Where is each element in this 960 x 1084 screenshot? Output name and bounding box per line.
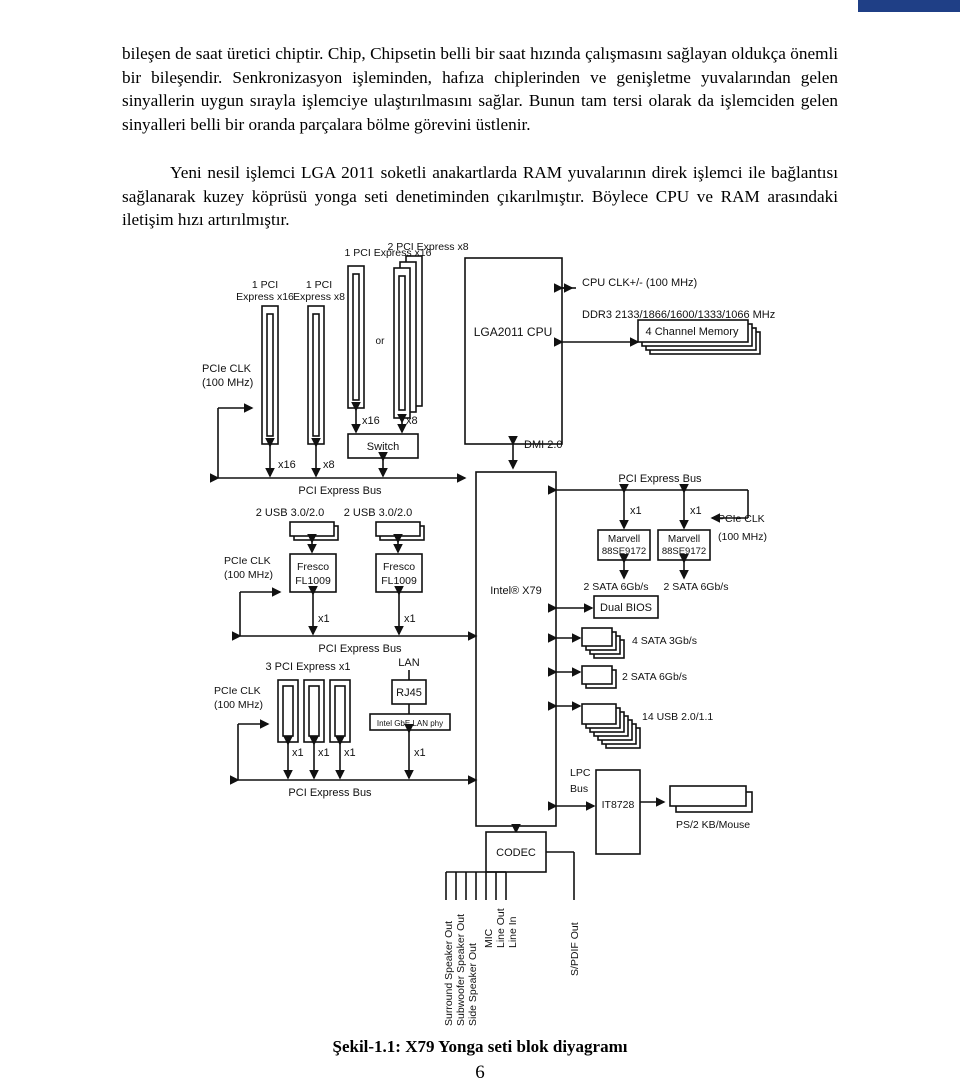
slot1-label-b: Express x16 [236, 291, 294, 303]
fresco-2-label-a: Fresco [383, 561, 415, 573]
rj45-label: RJ45 [396, 687, 422, 699]
audio-subwoofer: Subwoofer Speaker Out [455, 914, 467, 1026]
it8728-label: IT8728 [602, 799, 635, 811]
fresco-1-label-a: Fresco [297, 561, 329, 573]
audio-surround: Surround Speaker Out [443, 921, 455, 1026]
figure-caption: Şekil-1.1: X79 Yonga seti blok diyagramı [332, 1037, 628, 1056]
audio-mic: MIC [483, 928, 495, 948]
dual-bios-box [593, 595, 659, 619]
sata6-marvell-2: 2 SATA 6Gb/s [664, 581, 729, 593]
usb30-label-1: 2 USB 3.0/2.0 [256, 507, 325, 519]
slot-x1-2: x1 [318, 747, 330, 759]
header-accent-bar [858, 0, 960, 12]
or-label: or [376, 336, 386, 347]
slot2 [307, 305, 325, 445]
cpu-block [464, 257, 563, 445]
lpc-label-b: Bus [570, 783, 588, 795]
pci-x1-label: 3 PCI Express x1 [266, 661, 351, 673]
bus-x8: x8 [323, 459, 335, 471]
x79-block-diagram: LGA2011 CPU CPU CLK+/- (100 MHz) DDR3 21… [180, 236, 810, 1026]
rj45-box [391, 679, 427, 705]
dual-bios-label: Dual BIOS [600, 602, 652, 614]
pcie-clk-1-b: (100 MHz) [202, 377, 253, 389]
pci-bus-label-4: PCI Express Bus [618, 473, 702, 485]
codec-box [485, 831, 547, 873]
lan-phy-label: Intel GbE LAN phy [377, 719, 443, 728]
lpc-label-a: LPC [570, 767, 591, 779]
chipset-label: Intel® X79 [490, 585, 542, 597]
cpu-clk-label: CPU CLK+/- (100 MHz) [582, 277, 697, 289]
ddr3-label: DDR3 2133/1866/1600/1333/1066 MHz [582, 309, 775, 321]
slot3 [347, 265, 365, 409]
dmi-label: DMI 2.0 [524, 439, 563, 451]
marvell-2-x1: x1 [690, 505, 702, 517]
slot-x1-1: x1 [292, 747, 304, 759]
sata3-label: 4 SATA 3Gb/s [632, 635, 697, 647]
marvell-1-label-b: 88SE9172 [602, 546, 646, 557]
page-number: 6 [475, 1062, 485, 1083]
pci-bus-label-1: PCI Express Bus [298, 485, 382, 497]
fresco-1-x1: x1 [318, 613, 330, 625]
pcie-clk-1-a: PCIe CLK [202, 363, 252, 375]
sata6-marvell-1: 2 SATA 6Gb/s [584, 581, 649, 593]
marvell-1-label-a: Marvell [608, 534, 640, 545]
audio-line-out: Line Out [495, 908, 507, 948]
audio-spdif: S/PDIF Out [569, 922, 581, 976]
slot4-label: 2 PCI Express x8 [387, 241, 468, 253]
fresco-2-x1: x1 [404, 613, 416, 625]
bus-x16: x16 [278, 459, 296, 471]
fresco-2-label-b: FL1009 [381, 575, 417, 587]
sata6-label: 2 SATA 6Gb/s [622, 671, 687, 683]
usb20-label: 14 USB 2.0/1.1 [642, 711, 713, 723]
pcie-clk-3-b: (100 MHz) [214, 699, 263, 711]
lan-x1: x1 [414, 747, 426, 759]
slot2-label-a: 1 PCI [306, 279, 332, 291]
slot1 [261, 305, 279, 445]
pcie-clk-3-a: PCIe CLK [214, 685, 261, 697]
fresco-1 [289, 553, 337, 593]
usb30-label-2: 2 USB 3.0/2.0 [344, 507, 413, 519]
ps2-label: PS/2 KB/Mouse [676, 819, 750, 831]
pcie-clk-2-b: (100 MHz) [224, 569, 273, 581]
paragraph-1: bileşen de saat üretici chiptir. Chip, C… [122, 44, 838, 134]
switch-label: Switch [367, 441, 399, 453]
pci-bus-label-2: PCI Express Bus [318, 643, 402, 655]
memory-label: 4 Channel Memory [646, 326, 739, 338]
pcie-clk-2-a: PCIe CLK [224, 555, 271, 567]
marvell-2-label-a: Marvell [668, 534, 700, 545]
audio-line-in: Line In [507, 916, 519, 948]
slot-x1-3: x1 [344, 747, 356, 759]
switch-x8: x8 [406, 415, 418, 427]
switch-x16: x16 [362, 415, 380, 427]
lan-label: LAN [398, 657, 419, 669]
codec-label: CODEC [496, 847, 536, 859]
pcie-clk-4-a: PCIe CLK [718, 513, 765, 525]
pci-bus-label-3: PCI Express Bus [288, 787, 372, 799]
slot1-label-a: 1 PCI [252, 279, 278, 291]
it8728-box [595, 769, 641, 855]
slot4 [393, 267, 411, 419]
cpu-label: LGA2011 CPU [474, 325, 553, 339]
marvell-2 [657, 529, 711, 561]
marvell-1-x1: x1 [630, 505, 642, 517]
slot2-label-b: Express x8 [293, 291, 345, 303]
audio-side: Side Speaker Out [467, 943, 479, 1026]
pcie-clk-4-b: (100 MHz) [718, 531, 767, 543]
marvell-2-label-b: 88SE9172 [662, 546, 706, 557]
fresco-1-label-b: FL1009 [295, 575, 331, 587]
chipset-block [475, 471, 557, 827]
paragraph-2: Yeni nesil işlemci LGA 2011 soketli anak… [122, 163, 838, 230]
